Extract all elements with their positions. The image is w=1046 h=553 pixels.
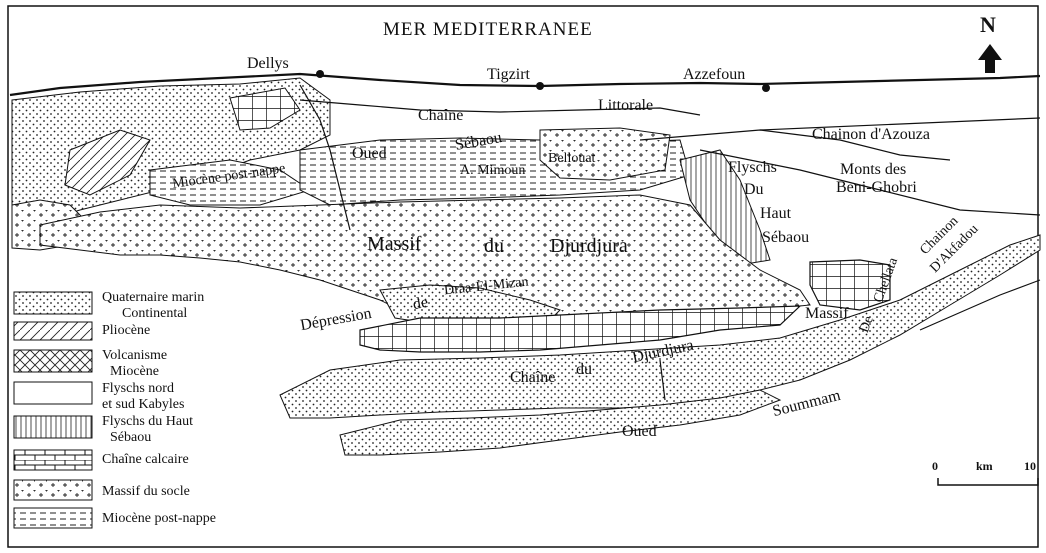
- town-azzefoun: Azzefoun: [683, 66, 746, 83]
- label-oued-top: Oued: [352, 145, 387, 162]
- river-sebaou-west: [299, 84, 351, 231]
- pliocene-patch: [64, 129, 151, 196]
- label-haut: Haut: [760, 205, 792, 222]
- north-label: N: [980, 12, 996, 37]
- legend-swatch-brick: [13, 449, 93, 471]
- label-littorale: Littorale: [598, 97, 654, 114]
- label-chainon-azouza: Chainon d'Azouza: [812, 126, 930, 143]
- label-a-mimoun: A. Mimoun: [460, 163, 526, 178]
- legend-swatch-plus: [13, 479, 93, 501]
- fault-south: [659, 359, 666, 401]
- town-dellys: Dellys: [247, 55, 289, 72]
- label-massif-main: Massif: [367, 233, 422, 255]
- volcanism-patch: [229, 87, 301, 131]
- label-djurdjura-main: Djurdjura: [550, 235, 628, 257]
- scale-bar: [937, 478, 1039, 486]
- legend-swatch-vertical: [13, 415, 93, 439]
- label-du: Du: [744, 181, 764, 198]
- legend-item-flyschs-kabyles: Flyschs nord et sud Kabyles: [102, 381, 185, 412]
- chaine-calcaire-south: [359, 305, 802, 353]
- town-dot-tigzirt: [536, 82, 544, 90]
- label-sebaou-right: Sébaou: [762, 229, 810, 246]
- scale-zero: 0: [932, 459, 938, 473]
- socle-bellouat: [539, 127, 671, 181]
- miocene-post-nappe-west: [149, 159, 312, 206]
- north-arrow-icon: [978, 44, 1002, 73]
- line-soummam: [919, 279, 1041, 331]
- legend-item-flyschs-haut: Flyschs du Haut Sébaou: [102, 414, 193, 445]
- town-tigzirt: Tigzirt: [487, 66, 530, 83]
- label-flyschs: Flyschs: [728, 159, 777, 176]
- line-beni-ghobri: [699, 149, 1041, 216]
- town-dot-dellys: [316, 70, 324, 78]
- line-azouza: [759, 117, 1041, 131]
- legend-item-pliocene: Pliocène: [102, 323, 151, 338]
- town-dot-azzefoun: [762, 84, 770, 92]
- chaine-calcaire-east: [809, 259, 891, 311]
- legend-swatch-cross: [13, 349, 93, 373]
- map-border: [7, 5, 1039, 548]
- legend-swatch-dots: [13, 291, 93, 315]
- quaternaire-oued: [339, 389, 782, 456]
- line-littorale: [299, 99, 701, 116]
- label-massif-right: Massif: [805, 305, 849, 322]
- fault-north: [639, 129, 951, 161]
- label-beni-ghobri: Beni-Ghobri: [836, 179, 917, 196]
- label-chaine-bottom: Chaîne: [510, 369, 556, 386]
- legend-item-massif-socle: Massif du socle: [102, 484, 190, 499]
- scale-max: 10: [1024, 459, 1036, 473]
- quaternaire-south-belt: [279, 234, 1041, 419]
- legend-swatch-blank: [13, 381, 93, 405]
- legend-item-chaine-calcaire: Chaîne calcaire: [102, 452, 189, 467]
- label-oued-bottom: Oued: [622, 423, 657, 440]
- label-du-main: du: [484, 235, 504, 257]
- flyschs-haut-sebaou: [679, 149, 771, 266]
- legend-item-miocene-post-nappe: Miocène post-nappe: [102, 511, 216, 526]
- scale-unit: km: [976, 459, 993, 473]
- legend-swatch-diagonal: [13, 321, 93, 341]
- label-monts-des: Monts des: [840, 161, 907, 178]
- legend-item-volcanisme: Volcanisme Miocène: [102, 348, 168, 379]
- label-du-bottom: du: [576, 361, 592, 378]
- label-de: de: [411, 293, 430, 314]
- legend-swatch-dash: [13, 507, 93, 529]
- label-bellouat: Bellouat: [548, 151, 596, 166]
- label-chaine: Chaîne: [418, 107, 464, 124]
- legend-item-quaternaire: Quaternaire marin Continental: [102, 290, 205, 321]
- sea-label: MER MEDITERRANEE: [383, 19, 593, 40]
